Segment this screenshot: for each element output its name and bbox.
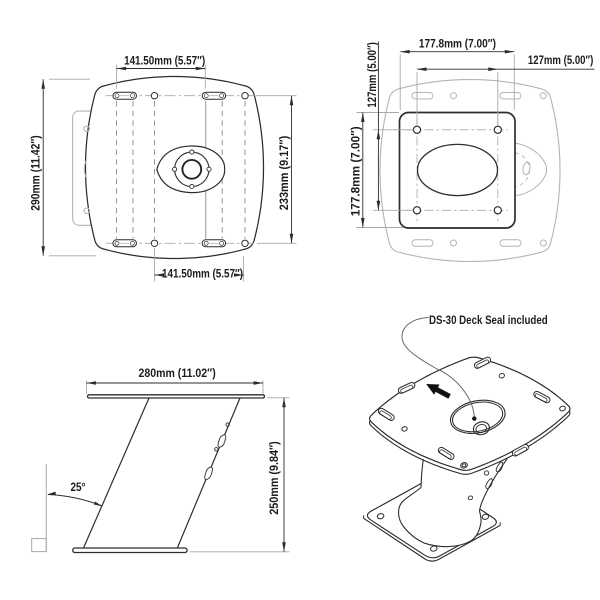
svg-text:177.8mm (7.00″): 177.8mm (7.00″) — [419, 38, 496, 51]
svg-text:127mm (5.00″): 127mm (5.00″) — [528, 54, 594, 67]
svg-text:250mm (9.84″): 250mm (9.84″) — [269, 441, 282, 515]
svg-text:25°: 25° — [70, 481, 85, 494]
svg-text:141.50mm (5.57″): 141.50mm (5.57″) — [162, 267, 243, 280]
svg-text:DS-30 Deck Seal included: DS-30 Deck Seal included — [429, 314, 548, 327]
svg-text:290mm (11.42″): 290mm (11.42″) — [30, 135, 43, 211]
svg-text:280mm (11.02″): 280mm (11.02″) — [138, 368, 215, 381]
svg-text:127mm (5.00″): 127mm (5.00″) — [366, 42, 379, 108]
svg-text:177.8mm (7.00″): 177.8mm (7.00″) — [348, 126, 362, 216]
svg-text:233mm (9.17″): 233mm (9.17″) — [279, 136, 292, 211]
svg-text:141.50mm (5.57″): 141.50mm (5.57″) — [124, 54, 205, 67]
